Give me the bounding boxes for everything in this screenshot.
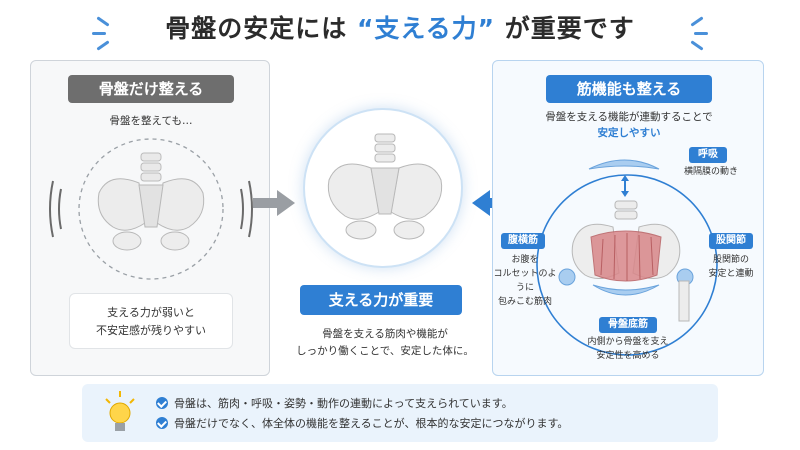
check-icon <box>156 417 168 429</box>
sparkle-mark <box>690 16 703 26</box>
right-panel: 筋機能も整える 骨盤を支える機能が連動することで 安定しやすい 呼吸 横隔膜の動… <box>492 60 764 376</box>
hip-desc-2: 安定と連動 <box>701 267 761 281</box>
abdominal-desc-2: コルセットのように <box>493 267 557 295</box>
title-suffix: が重要です <box>495 14 635 43</box>
sparkle-mark <box>694 32 708 35</box>
center-desc-line-1: 骨盤を支える筋肉や機能が <box>280 326 490 343</box>
sparkle-mark <box>690 40 703 50</box>
title-highlight: “支える力” <box>357 14 495 43</box>
check-icon <box>156 397 168 409</box>
stable-pelvis-illustration <box>305 110 465 270</box>
left-panel-tag: 骨盤だけ整える <box>68 75 234 103</box>
label-abdominal: 腹横筋 <box>501 233 545 249</box>
summary-line-2: 骨盤だけでなく、体全体の機能を整えることが、根本的な安定につながります。 <box>174 415 568 431</box>
label-hip-desc: 股関節の 安定と連動 <box>701 253 761 281</box>
label-pelvic-floor-desc: 内側から骨盤を支え 安定性を高める <box>553 335 703 363</box>
bubble-line-2: 不安定感が残りやすい <box>70 322 232 340</box>
label-abdominal-desc: お腹を コルセットのように 包みこむ筋肉 <box>493 253 557 309</box>
left-warning-bubble: 支える力が弱いと 不安定感が残りやすい <box>69 293 233 349</box>
abdominal-desc-3: 包みこむ筋肉 <box>493 295 557 309</box>
center-desc-line-2: しっかり働くことで、安定した体に。 <box>280 343 490 360</box>
sparkle-mark <box>96 16 109 26</box>
right-subtitle-2: 安定しやすい <box>493 125 765 140</box>
sparkle-mark <box>96 40 109 50</box>
title-prefix: 骨盤の安定には <box>165 14 357 43</box>
lightbulb-icon <box>100 389 140 437</box>
summary-line-1: 骨盤は、筋肉・呼吸・姿勢・動作の連動によって支えられています。 <box>174 395 513 411</box>
arrow-right-icon <box>253 188 297 218</box>
unstable-pelvis-illustration <box>31 131 271 291</box>
bubble-line-1: 支える力が弱いと <box>70 304 232 322</box>
left-panel: 骨盤だけ整える 骨盤を整えても… 支える力が弱いと 不安定感が残りやすい <box>30 60 270 376</box>
pelvic-floor-desc-2: 安定性を高める <box>553 349 703 363</box>
label-pelvic-floor: 骨盤底筋 <box>599 317 657 333</box>
label-breath-desc: 横隔膜の動き <box>671 165 751 179</box>
summary-box: 骨盤は、筋肉・呼吸・姿勢・動作の連動によって支えられています。 骨盤だけでなく、… <box>82 384 718 442</box>
stable-pelvis-circle <box>303 108 463 268</box>
label-breath: 呼吸 <box>689 147 727 163</box>
label-hip: 股関節 <box>709 233 753 249</box>
right-subtitle-1: 骨盤を支える機能が連動することで <box>493 109 765 124</box>
page-title: 骨盤の安定には “支える力” が重要です <box>165 6 635 52</box>
title-bar: 骨盤の安定には “支える力” が重要です <box>0 6 800 52</box>
hip-desc-1: 股関節の <box>701 253 761 267</box>
pelvic-floor-desc-1: 内側から骨盤を支え <box>553 335 703 349</box>
left-subtitle: 骨盤を整えても… <box>31 113 271 128</box>
right-panel-tag: 筋機能も整える <box>546 75 712 103</box>
abdominal-desc-1: お腹を <box>493 253 557 267</box>
center-tag: 支える力が重要 <box>300 285 462 315</box>
center-description: 骨盤を支える筋肉や機能が しっかり働くことで、安定した体に。 <box>280 326 490 360</box>
sparkle-mark <box>92 32 106 35</box>
